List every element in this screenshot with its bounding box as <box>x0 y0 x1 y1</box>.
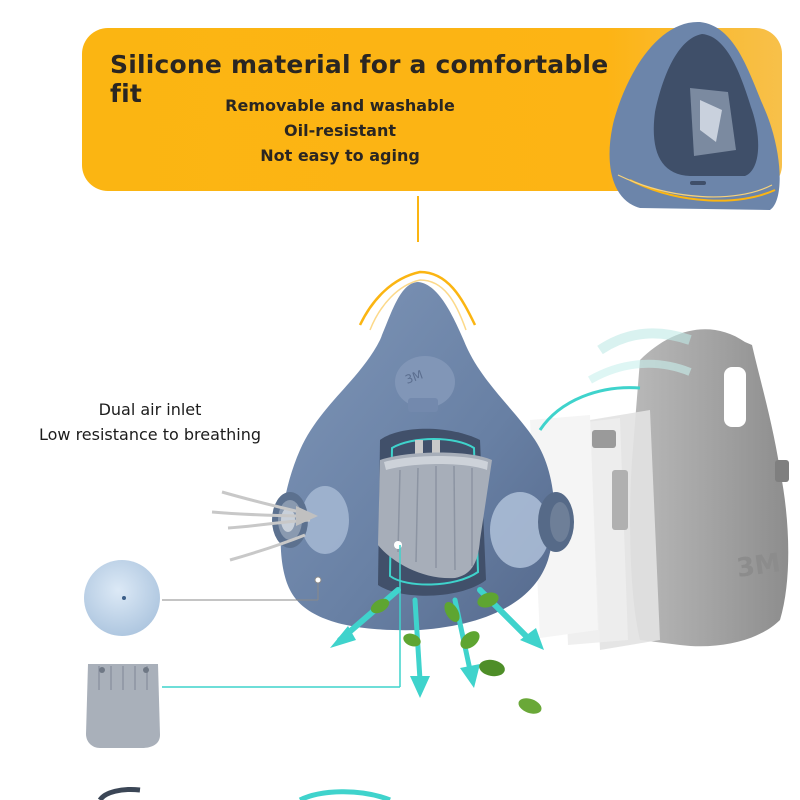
feature-oil-resistant: Oil-resistant <box>284 121 396 140</box>
filter-disk-part <box>84 560 160 636</box>
connector-line-banner <box>358 196 477 331</box>
mask-embossed-logo: 3M <box>735 548 783 584</box>
feature-washable: Removable and washable <box>225 96 455 115</box>
valve-plate-part <box>86 664 160 748</box>
banner-background <box>82 28 782 191</box>
callout-dual-air-inlet: Dual air inlet <box>98 400 202 419</box>
mask-thumbnail-image <box>609 21 780 211</box>
feature-anti-aging: Not easy to aging <box>260 146 420 165</box>
callout-low-resistance: Low resistance to breathing <box>38 425 262 444</box>
svg-text:3M: 3M <box>403 368 425 387</box>
inflow-arrowhead <box>296 506 318 526</box>
valve-flap <box>378 452 492 579</box>
leaf-decorations <box>370 592 542 714</box>
banner-title: Silicone material for a comfortable fit <box>110 50 609 108</box>
part-connector-lines <box>162 545 401 688</box>
grey-outer-shell: 3M <box>630 329 789 647</box>
bottom-cropped-elements <box>97 787 391 800</box>
right-air-inlet <box>490 492 574 568</box>
